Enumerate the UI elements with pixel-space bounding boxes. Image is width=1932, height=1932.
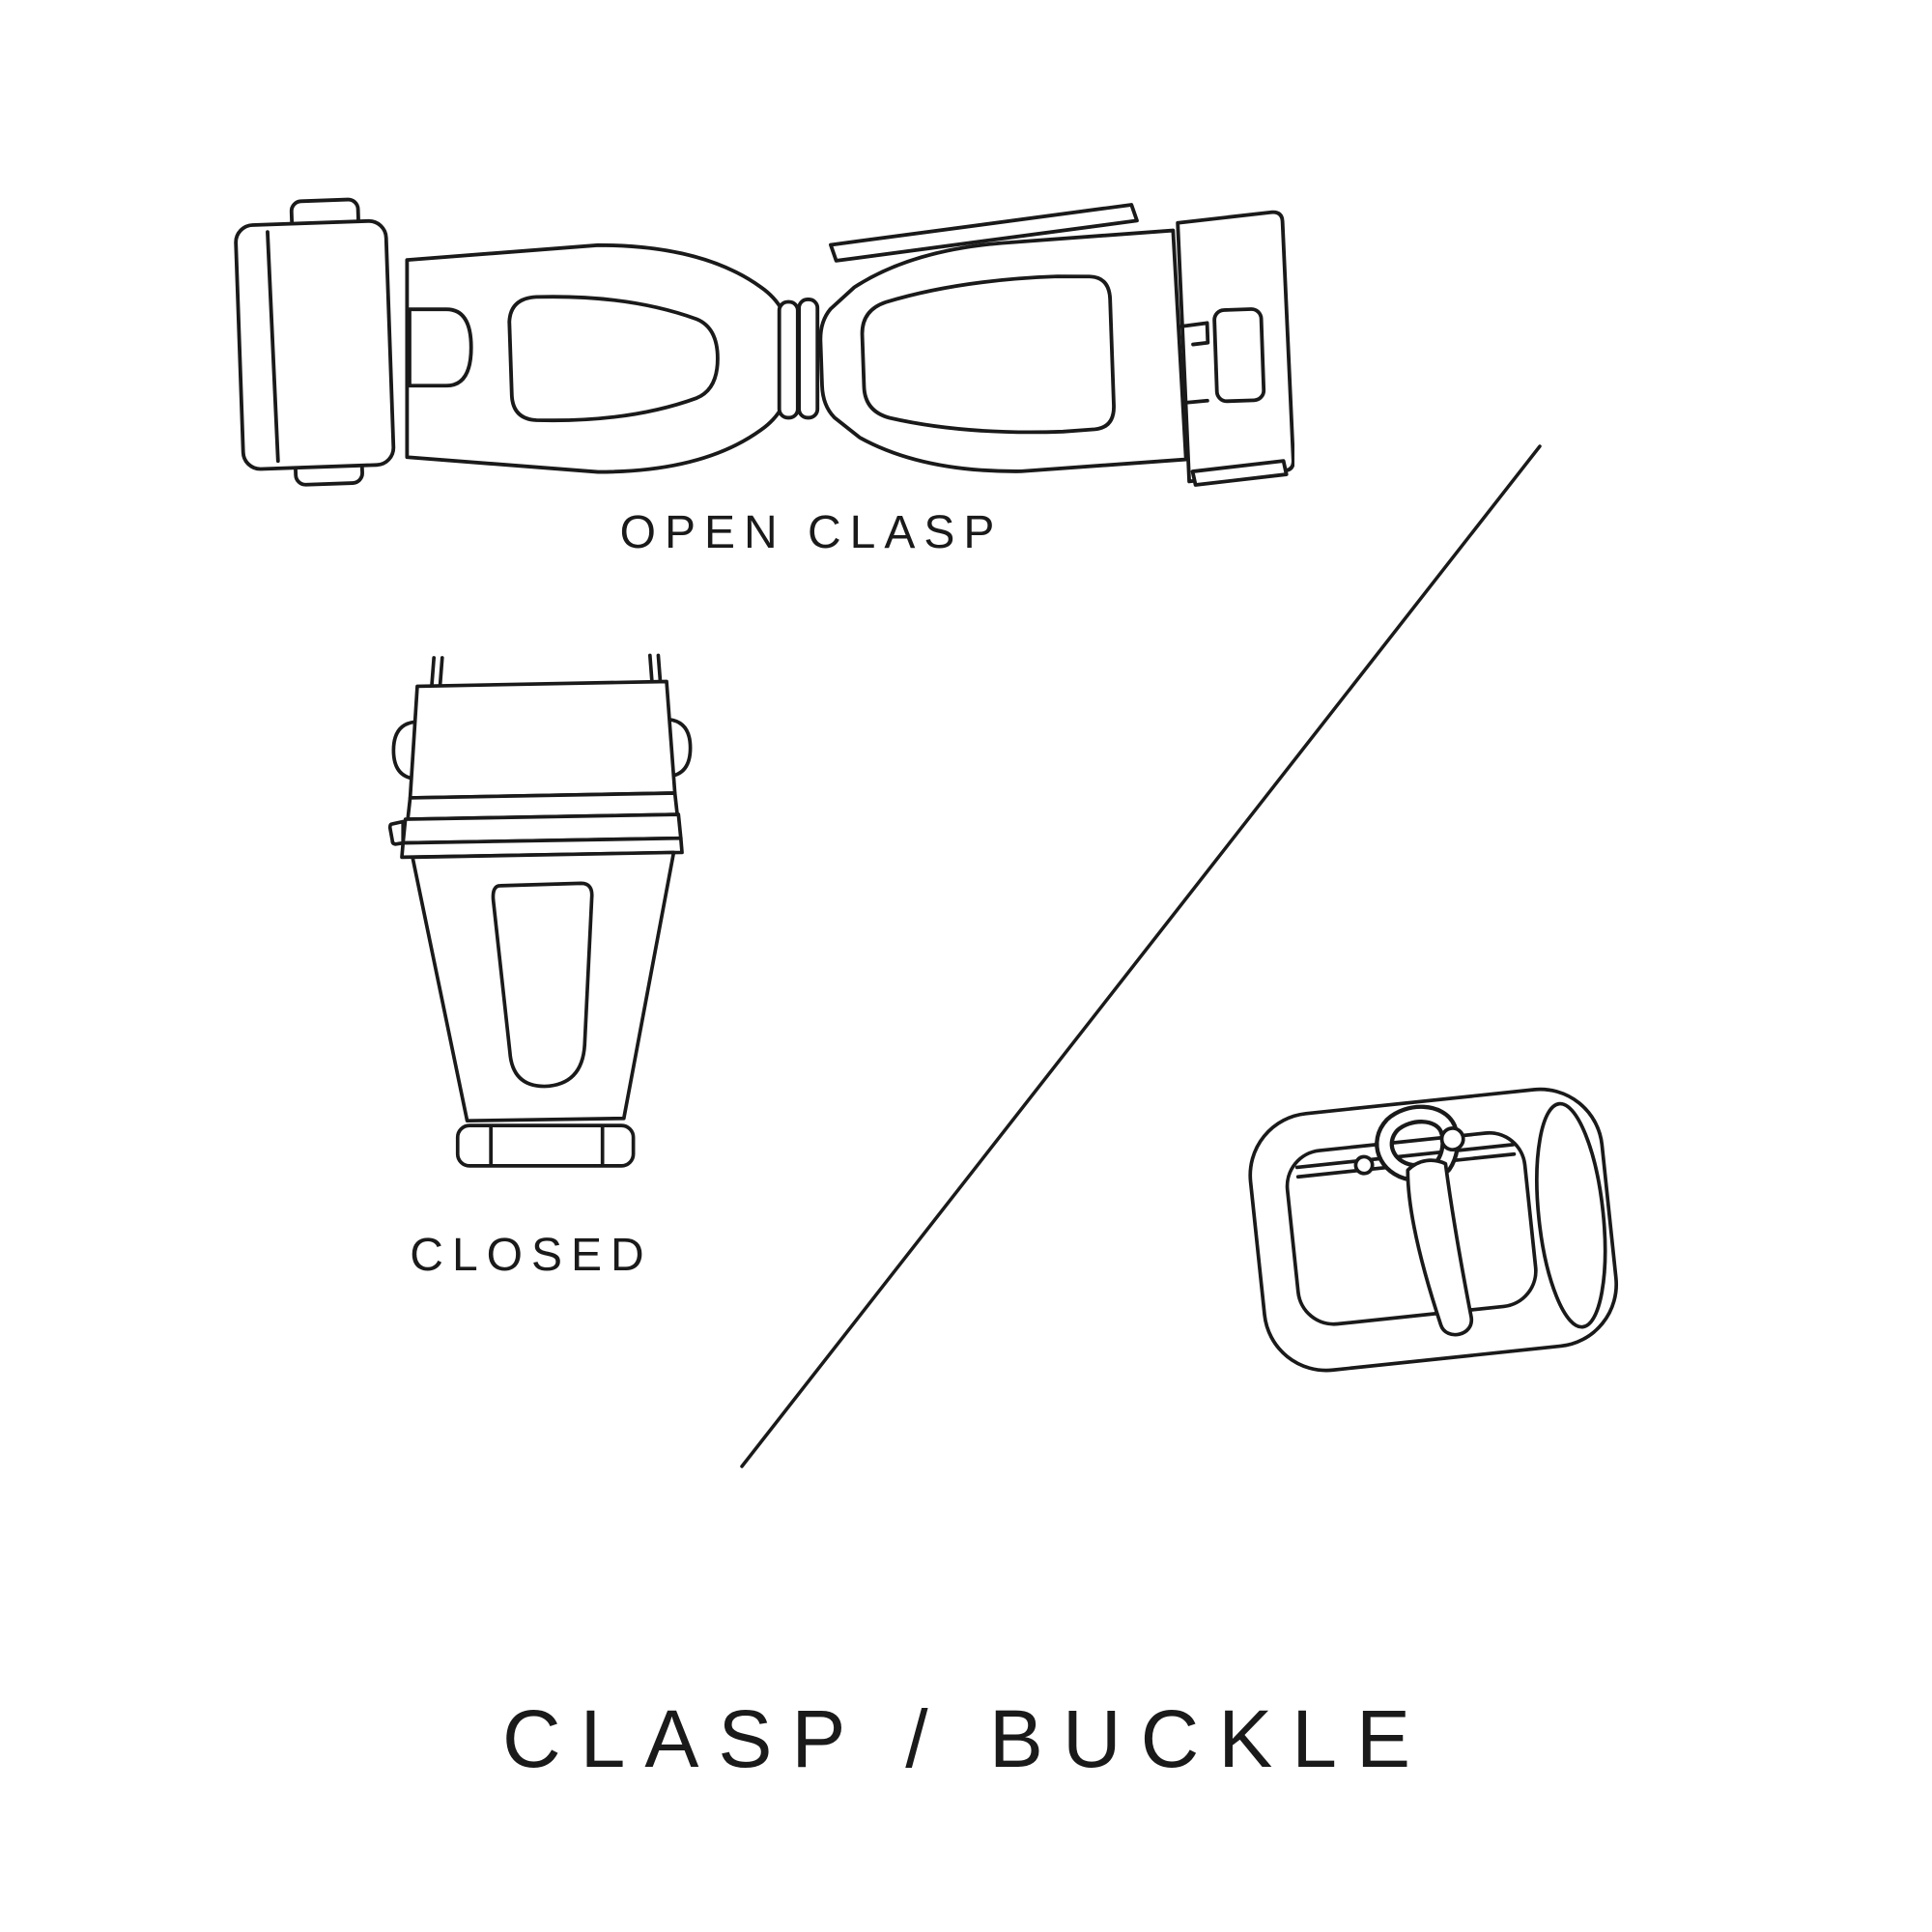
buckle-inner-opening — [1285, 1130, 1538, 1326]
buckle-right-barrel — [1535, 1101, 1607, 1329]
closed-clasp-label: CLOSED — [410, 1230, 653, 1281]
closed-clasp-illustration — [387, 653, 693, 1168]
closed-clasp-body — [387, 679, 693, 1168]
page-title: CLASP / BUCKLE — [501, 1693, 1431, 1784]
open-clasp-hinge — [777, 298, 820, 420]
open-clasp-right-arm — [818, 203, 1294, 487]
open-clasp-label: OPEN CLASP — [619, 507, 1004, 558]
buckle-tongue — [1375, 1104, 1473, 1337]
tang-buckle-group — [1248, 1087, 1619, 1373]
open-clasp-illustration — [234, 197, 1294, 487]
open-clasp-left-end-link — [234, 197, 396, 487]
tang-buckle-illustration — [1248, 1087, 1619, 1373]
open-clasp-left-arm — [405, 242, 793, 474]
